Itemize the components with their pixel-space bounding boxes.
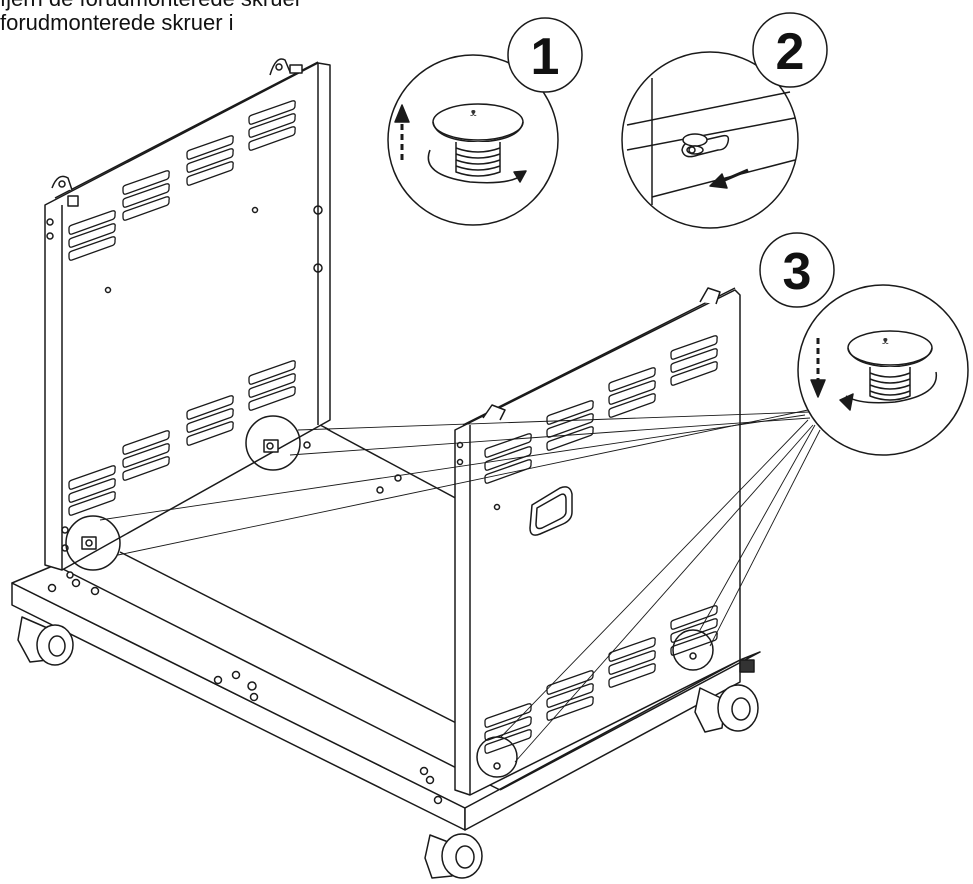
svg-text:ᴥ: ᴥ (882, 335, 889, 347)
leader-lines (99, 409, 821, 763)
step-badge-2: 2 (752, 12, 828, 88)
screw-location-front-right (672, 629, 714, 671)
screw-location-rear-right (245, 415, 301, 471)
instruction-text-line-2: forudmonterede skruer i (0, 10, 234, 35)
side-panel (454, 287, 741, 796)
step-badge-3: 3 (759, 232, 835, 308)
svg-text:ᴥ: ᴥ (470, 107, 477, 119)
instruction-text-line-1: fjern de forudmonterede skruer (0, 0, 302, 12)
caster-front-center (424, 833, 483, 879)
detail-1-loosen-screw: ᴥ (387, 54, 559, 226)
caster-right (694, 659, 759, 733)
step-number-2: 2 (776, 23, 805, 81)
detail-3-tighten-screw: ᴥ (797, 284, 969, 456)
base-frame (11, 424, 761, 831)
step-badge-1: 1 (507, 17, 583, 93)
step-number-3: 3 (783, 243, 812, 301)
back-panel (44, 58, 331, 571)
step-number-1: 1 (531, 28, 560, 86)
screw-location-front-left (476, 736, 518, 778)
caster-front-left (17, 616, 74, 666)
detail-2-slide-panel (621, 51, 799, 229)
screw-location-rear-left (65, 515, 121, 571)
